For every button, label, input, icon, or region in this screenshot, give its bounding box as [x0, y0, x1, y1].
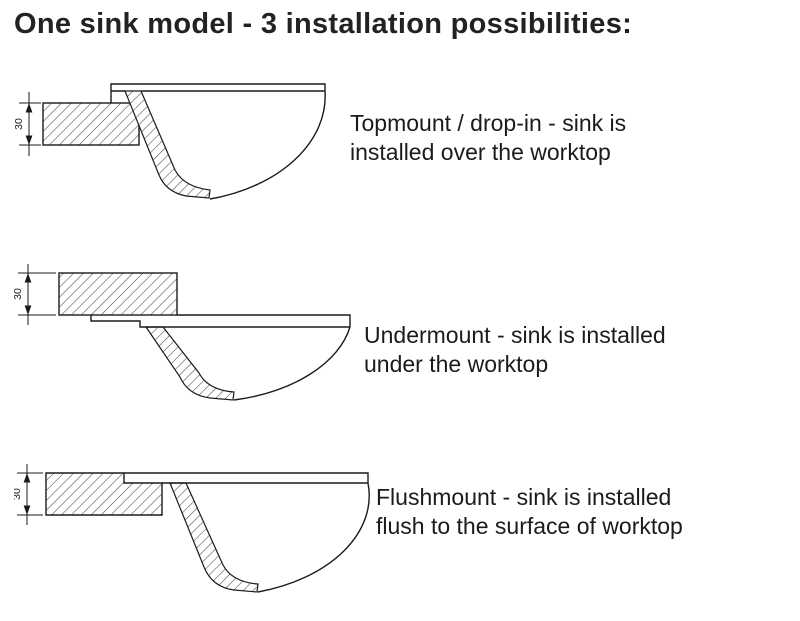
sink-rim-outline	[110, 83, 326, 104]
page-title: One sink model - 3 installation possibil…	[14, 8, 633, 40]
dimension-30: 30	[14, 464, 43, 526]
row-topmount: 30 Topmount / drop-in - sink is installe…	[14, 71, 800, 211]
arrow-up-icon	[25, 103, 33, 113]
flushmount-label: Flushmount - sink is installed flush to …	[376, 484, 683, 540]
dimension-30: 30	[14, 264, 56, 326]
bowl-outline	[257, 483, 370, 594]
worktop-section	[42, 102, 140, 147]
row-flushmount: 30 Flushmount - sink is installed flush …	[14, 463, 800, 605]
worktop-section	[58, 272, 178, 317]
undermount-diagram: 30	[14, 264, 351, 402]
arrow-down-icon	[23, 505, 31, 516]
dimension-value: 30	[14, 488, 23, 500]
arrow-down-icon	[25, 135, 33, 146]
row-undermount: 30 Undermount - sink is installed under …	[14, 263, 800, 415]
sink-rim-outline	[90, 314, 351, 329]
dimension-value: 30	[14, 288, 24, 300]
arrow-down-icon	[24, 305, 32, 316]
dimension-value: 30	[14, 118, 25, 130]
sink-rim-outline	[124, 472, 369, 485]
page: One sink model - 3 installation possibil…	[14, 8, 800, 605]
worktop-section	[45, 472, 163, 517]
dimension-30: 30	[14, 92, 41, 157]
arrow-up-icon	[23, 473, 31, 483]
undermount-label: Undermount - sink is installed under the…	[364, 322, 666, 378]
arrow-up-icon	[24, 273, 32, 283]
bowl-outline	[209, 91, 326, 201]
sink-wall-section	[124, 90, 211, 199]
bowl-outline	[233, 327, 351, 402]
flushmount-diagram: 30	[14, 464, 370, 594]
topmount-diagram: 30	[14, 83, 326, 201]
topmount-label: Topmount / drop-in - sink is installed o…	[350, 110, 627, 166]
sink-wall-section	[169, 482, 259, 593]
sink-wall-section	[144, 326, 235, 401]
